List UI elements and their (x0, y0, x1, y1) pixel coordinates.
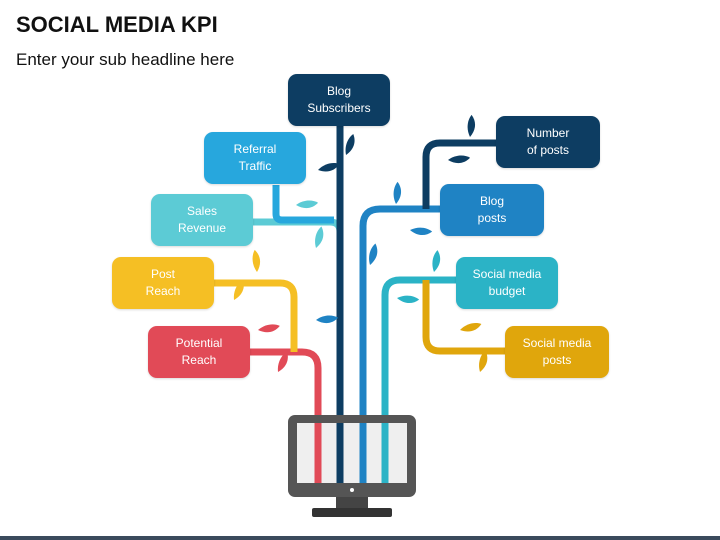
leaf-icon (316, 315, 339, 324)
leaf-icon (432, 250, 441, 272)
page-title: SOCIAL MEDIA KPI (16, 12, 218, 37)
leaf-icon (315, 226, 324, 248)
leaf-icon (318, 163, 340, 172)
leaf-icon (479, 350, 488, 372)
kpi-potential-reach: Potential Reach (148, 326, 250, 378)
connector-potential-reach (250, 348, 322, 490)
leaf-icon (467, 114, 476, 137)
leaf-icon (397, 295, 420, 304)
monitor-icon (288, 415, 416, 517)
leaves (233, 114, 488, 372)
kpi-social-media-posts: Social media posts (505, 326, 609, 378)
leaf-icon (369, 243, 378, 265)
leaf-icon (233, 279, 244, 300)
connector-social-media-posts (422, 280, 508, 355)
kpi-blog-subscribers: Blog Subscribers (288, 74, 390, 126)
connector-number-of-posts (422, 139, 496, 209)
kpi-sales-revenue: Sales Revenue (151, 194, 253, 246)
leaf-icon (410, 227, 433, 236)
kpi-post-reach: Post Reach (112, 257, 214, 309)
connector-blog-posts (359, 205, 440, 490)
connector-post-reach (210, 279, 298, 352)
leaf-icon (448, 155, 471, 164)
kpi-referral-traffic: Referral Traffic (204, 132, 306, 184)
leaf-icon (252, 249, 261, 272)
connector-social-media-budget (381, 276, 458, 490)
leaf-icon (460, 323, 482, 332)
footer-bar (0, 536, 720, 540)
kpi-blog-posts: Blog posts (440, 184, 544, 236)
leaf-icon (258, 324, 280, 333)
kpi-number-of-posts: Number of posts (496, 116, 600, 168)
leaf-icon (345, 134, 355, 155)
page-subtitle: Enter your sub headline here (16, 50, 235, 69)
kpi-social-media-budget: Social media budget (456, 257, 558, 309)
leaf-icon (296, 200, 319, 209)
connector-referral-traffic (272, 185, 334, 224)
leaf-icon (393, 181, 402, 204)
leaf-icon (277, 351, 288, 372)
